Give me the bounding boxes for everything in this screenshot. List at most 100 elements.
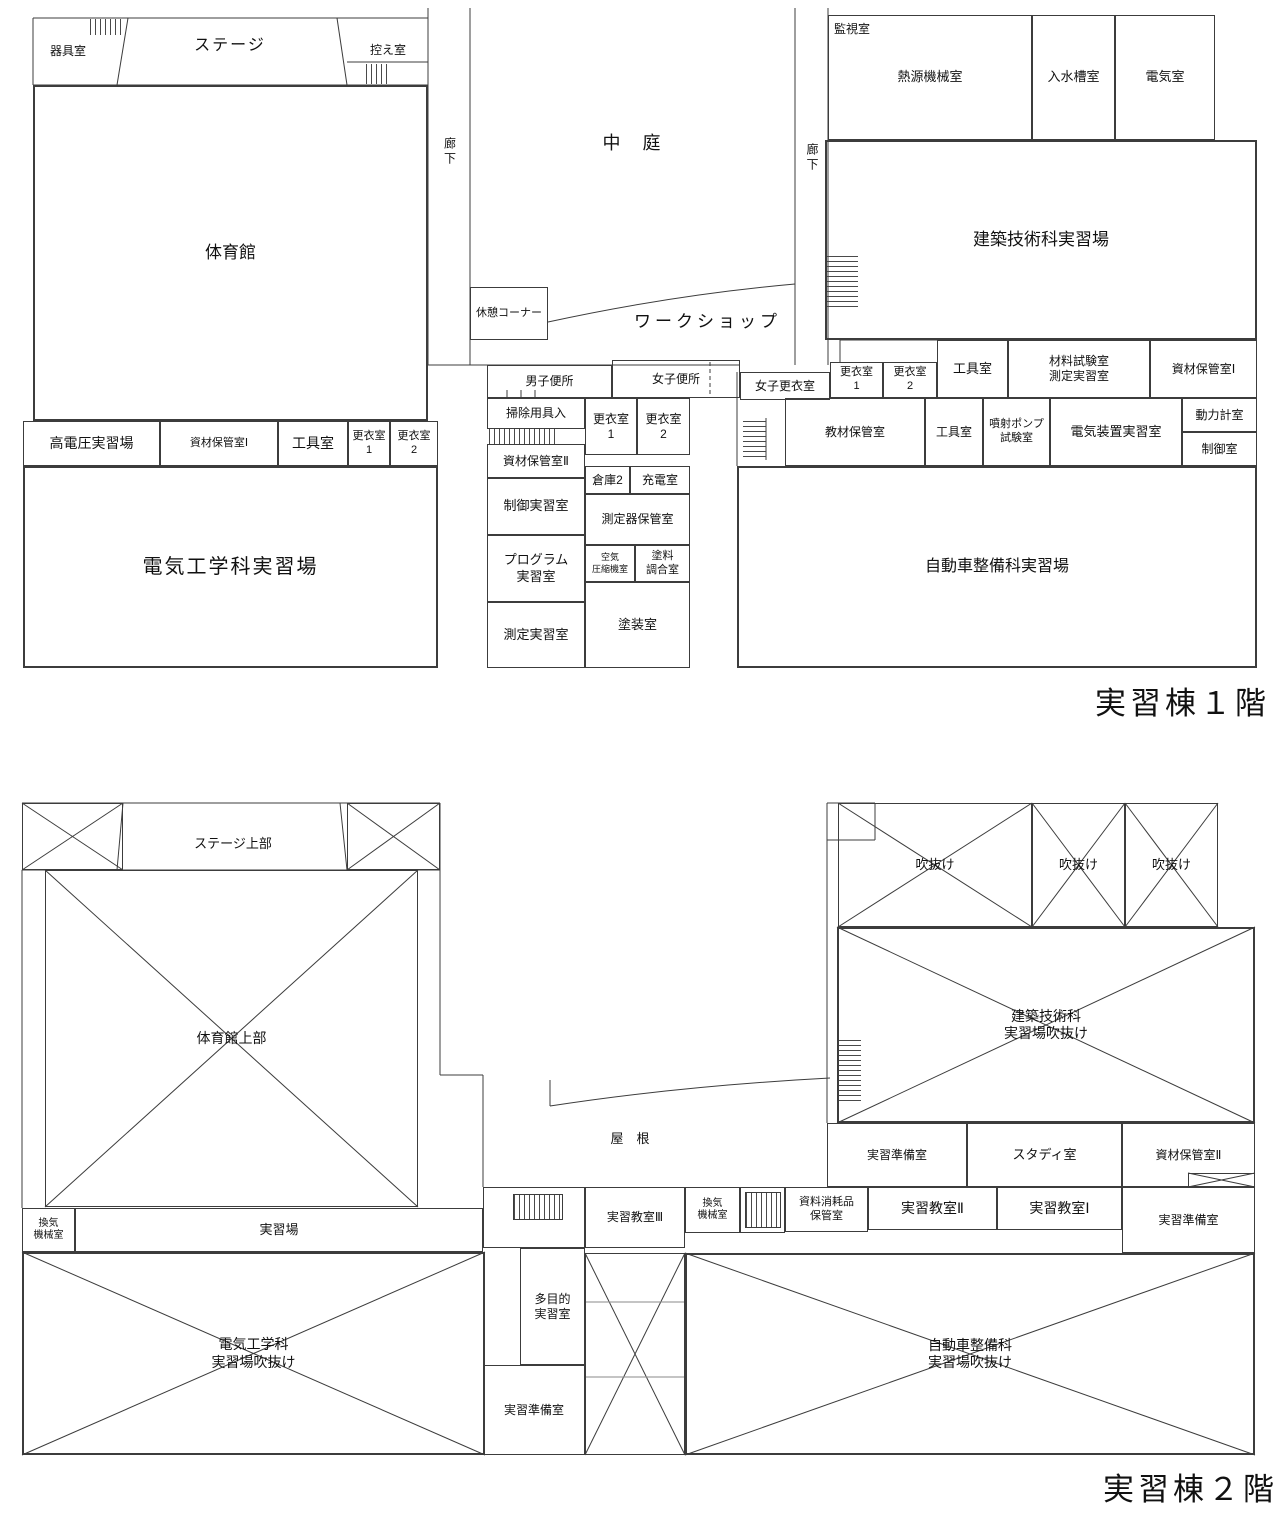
room-label: 資材保管室Ⅱ <box>1155 1147 1222 1162</box>
room-label: 塗装室 <box>617 616 657 632</box>
room-label: 実習教室Ⅱ <box>901 1199 964 1216</box>
room-program-training: プログラム 実習室 <box>487 535 585 602</box>
room-changing2-left: 更衣室 2 <box>390 421 438 466</box>
equipment-room-label: 器具室 <box>49 43 86 58</box>
room-label: 電気工学科 実習場吹抜け <box>211 1336 296 1370</box>
stairwell <box>740 1187 785 1233</box>
room-label: 換気 機械室 <box>697 1197 728 1222</box>
room-label: 吹抜け <box>1058 856 1098 872</box>
room-prep-bottom: 実習準備室 <box>483 1365 585 1455</box>
room-auto-maintenance: 自動車整備科実習場 <box>737 466 1257 668</box>
room-electrical-room: 電気室 <box>1115 15 1215 140</box>
room-label: 更衣室 1 <box>352 429 386 456</box>
room-label: 多目的 実習室 <box>534 1291 571 1321</box>
room-label: 実習準備室 <box>503 1402 564 1417</box>
room-high-voltage: 高電圧実習場 <box>23 421 160 466</box>
room-materials1-left: 資材保管室Ⅰ <box>160 421 278 466</box>
room-label: 建築技術科実習場 <box>973 230 1109 250</box>
room-dynamometer: 動力計室 <box>1182 398 1257 432</box>
room-label: 建築技術科 実習場吹抜け <box>1004 1007 1088 1042</box>
room-label: 更衣室 2 <box>645 411 682 441</box>
room-electrical-eng: 電気工学科実習場 <box>23 466 438 668</box>
room-label: 女子更衣室 <box>754 378 815 393</box>
stairs-hatch <box>90 19 124 35</box>
room-tools-b: 工具室 <box>925 398 983 466</box>
room-label: 資材保管室Ⅰ <box>189 436 249 449</box>
room-label: 測定実習室 <box>503 626 569 642</box>
waiting-room-label: 控え室 <box>369 42 406 57</box>
room-consumables: 資料消耗品 保管室 <box>785 1187 868 1232</box>
room-paint-mixing: 塗料 調合室 <box>635 545 690 582</box>
courtyard-label: 中 庭 <box>602 132 663 153</box>
room-label: 制御室 <box>1201 441 1238 456</box>
stage-upper-label: ステージ上部 <box>194 835 272 851</box>
void-strip <box>1188 1173 1255 1187</box>
room-vent-left: 換気 機械室 <box>22 1208 75 1252</box>
room-materials1-right: 資材保管室Ⅰ <box>1150 340 1257 398</box>
room-cleaning-storage: 掃除用具入 <box>487 398 585 429</box>
room-label: 倉庫2 <box>592 472 623 487</box>
room-label: 実習教室Ⅲ <box>606 1210 664 1224</box>
room-label: 実習場 <box>259 1221 299 1237</box>
room-label: 掃除用具入 <box>505 406 566 420</box>
room-painting: 塗装室 <box>585 582 690 668</box>
room-womens-toilet: 女子便所 <box>612 360 740 398</box>
room-label: 教材保管室 <box>824 424 885 439</box>
room-auto-void: 自動車整備科 実習場吹抜け <box>685 1253 1255 1455</box>
room-architecture: 建築技術科実習場 <box>825 140 1257 340</box>
room-label: 空気 圧縮機室 <box>591 552 628 574</box>
room-void3: 吹抜け <box>1125 803 1218 927</box>
stairs-hatch <box>513 1194 563 1220</box>
room-material-test: 材料試験室 測定実習室 <box>1008 340 1150 398</box>
room-void2: 吹抜け <box>1032 803 1125 927</box>
room-label: 制御実習室 <box>503 498 569 514</box>
room-label: 熱源機械室 <box>897 69 963 85</box>
floor2-title: 実習棟２階 <box>1103 1472 1278 1507</box>
room-rest-corner: 休憩コーナー <box>470 287 548 340</box>
room-tools-a: 工具室 <box>937 340 1008 398</box>
room-label: 資材保管室Ⅰ <box>1171 361 1236 376</box>
room-label: 資料消耗品 保管室 <box>799 1195 854 1222</box>
room-warehouse2: 倉庫2 <box>585 466 630 494</box>
room-label: 休憩コーナー <box>476 306 542 319</box>
void-cross-strip <box>585 1253 685 1455</box>
room-label: 男子便所 <box>525 374 574 388</box>
room-label: 工具室 <box>292 434 334 451</box>
room-instrument-storage: 測定器保管室 <box>585 494 690 545</box>
room-label: 更衣室 2 <box>397 429 431 456</box>
room-gym: 体育館 <box>33 85 428 421</box>
room-electrical-void: 電気工学科 実習場吹抜け <box>22 1252 485 1455</box>
stairs-hatch <box>366 64 388 84</box>
stairs-hatch <box>839 1040 861 1104</box>
roof-label: 屋 根 <box>610 1130 650 1146</box>
room-label: 更衣室 2 <box>893 366 927 392</box>
room-label: 電気室 <box>1145 69 1185 85</box>
room-label: 換気 機械室 <box>33 1217 64 1242</box>
room-label: 充電室 <box>641 472 678 487</box>
room-control-training: 制御実習室 <box>487 478 585 535</box>
room-label: 体育館上部 <box>196 1029 267 1046</box>
room-label: 入水槽室 <box>1047 69 1100 85</box>
room-measurement-training: 測定実習室 <box>487 602 585 668</box>
room-classroom2: 実習教室Ⅱ <box>868 1187 997 1230</box>
room-vent-center: 換気 機械室 <box>685 1187 740 1233</box>
room-classroom3: 実習教室Ⅲ <box>585 1187 685 1248</box>
room-void1: 吹抜け <box>838 803 1032 927</box>
stage-label: ステージ <box>194 37 266 54</box>
room-label: スタディ室 <box>1012 1146 1077 1162</box>
room-changing2-center: 更衣室 2 <box>637 398 690 455</box>
room-label: 体育館 <box>205 243 256 263</box>
room-label: 更衣室 1 <box>840 366 873 392</box>
room-gym-upper: 体育館上部 <box>45 870 418 1207</box>
room-label: 工具室 <box>935 424 972 439</box>
room-label: 吹抜け <box>915 856 955 872</box>
corridor-left-label: 廊下 <box>442 137 457 167</box>
room-training-room: 実習場 <box>75 1208 483 1252</box>
room-materials2: 資材保管室Ⅱ <box>487 444 585 478</box>
room-label: 自動車整備科実習場 <box>924 558 1069 575</box>
room-tools-left: 工具室 <box>278 421 348 466</box>
room-prep-right: 実習準備室 <box>1122 1187 1255 1253</box>
room-charging: 充電室 <box>630 466 690 494</box>
room-changing1-center: 更衣室 1 <box>585 398 637 455</box>
